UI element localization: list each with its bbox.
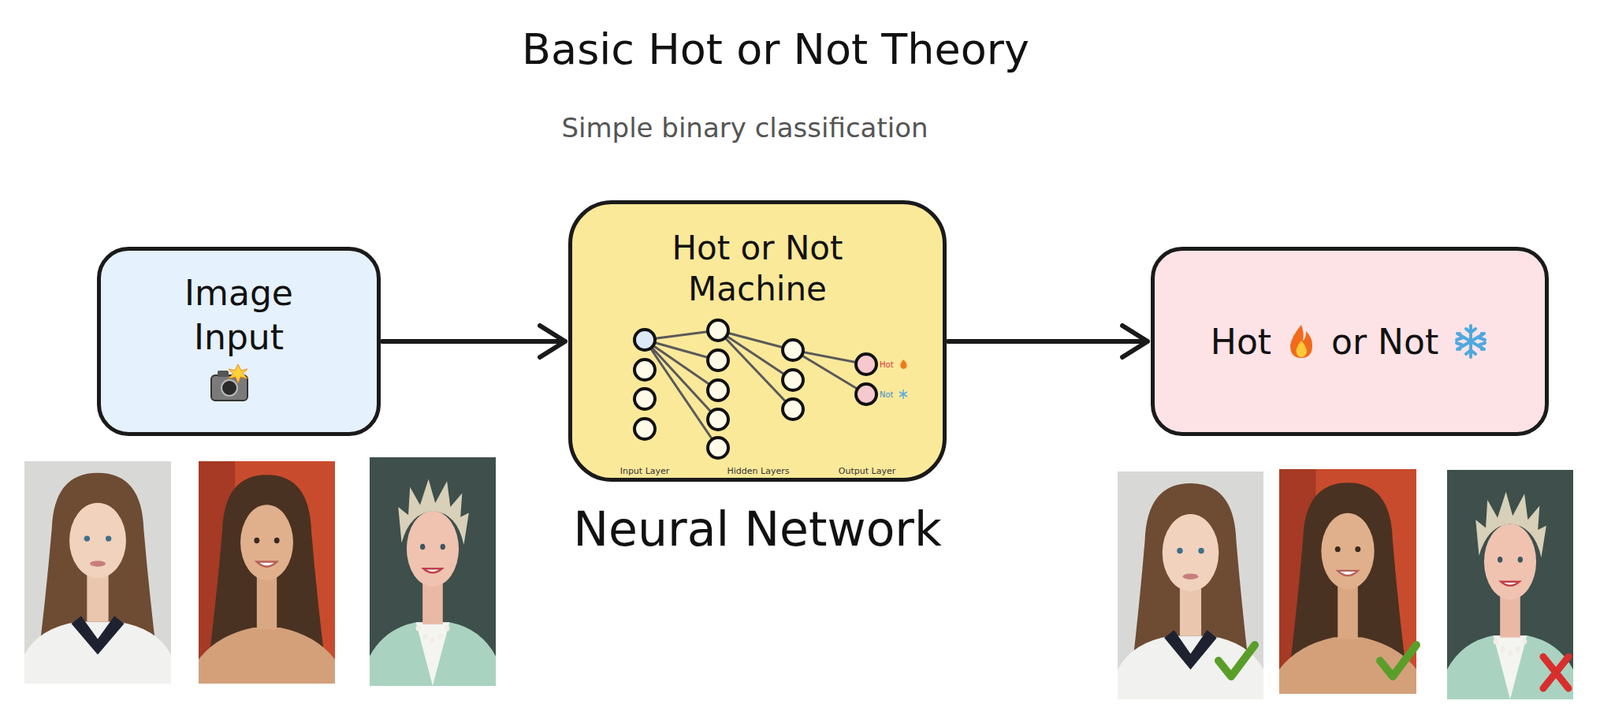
box-title: Image Input bbox=[160, 271, 318, 360]
snowflake-icon bbox=[1452, 323, 1489, 360]
flame-icon bbox=[1285, 323, 1318, 360]
text-row: Hot or Not bbox=[1154, 250, 1545, 432]
class-label: or Not bbox=[1331, 321, 1439, 362]
title: Basic Hot or Not Theory bbox=[521, 24, 1030, 75]
subtitle: Simple binary classification bbox=[561, 111, 928, 144]
box-title: Hot or Not Machine bbox=[627, 227, 888, 310]
input-box: Image Input bbox=[96, 246, 381, 436]
flow-arrow bbox=[948, 325, 1148, 358]
flow-arrow bbox=[382, 325, 566, 358]
layer-label: Input Layer bbox=[620, 465, 670, 477]
box-caption: Neural Network bbox=[573, 501, 942, 557]
output-label: Not bbox=[879, 390, 894, 399]
output-label: Hot bbox=[879, 360, 894, 369]
model-box: Hot or Not MachineNeural Network bbox=[568, 200, 947, 482]
class-label: Hot bbox=[1210, 321, 1272, 362]
layer-label: Output Layer bbox=[838, 465, 896, 477]
output-box: Hot or Not bbox=[1150, 246, 1549, 436]
layer-label: Hidden Layers bbox=[727, 465, 790, 477]
